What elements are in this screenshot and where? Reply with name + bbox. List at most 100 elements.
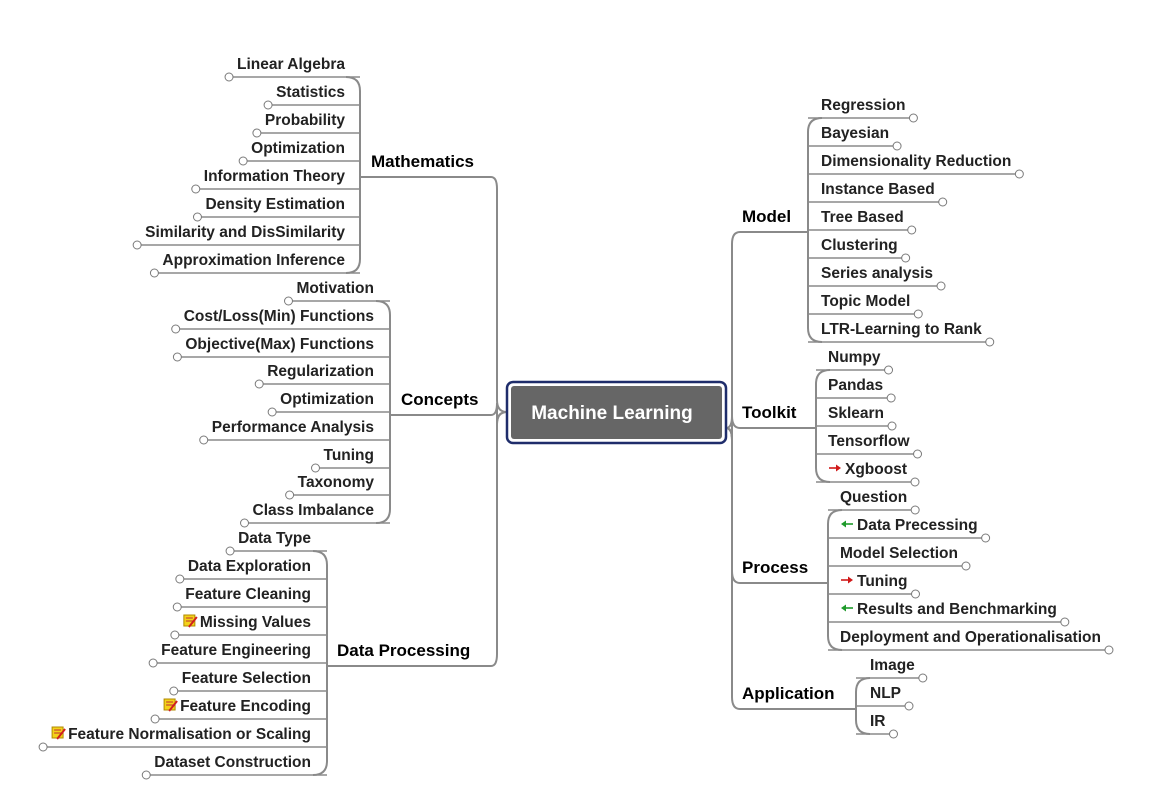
subtopic-toolkit-4[interactable]: Xgboost [845, 461, 920, 487]
subtopic-model-5[interactable]: Clustering [821, 237, 911, 263]
collapse-knob[interactable] [918, 673, 928, 683]
collapse-knob[interactable] [886, 393, 896, 403]
collapse-knob[interactable] [884, 365, 894, 375]
subtopic-model-2[interactable]: Dimensionality Reduction [821, 153, 1024, 179]
subtopic-application-2[interactable]: IR [870, 713, 898, 739]
subtopic-data-processing-3[interactable]: Missing Values [170, 614, 311, 640]
subtopic-model-3[interactable]: Instance Based [821, 181, 948, 207]
subtopic-data-processing-6[interactable]: Feature Encoding [150, 698, 311, 724]
central-topic[interactable]: Machine Learning [505, 380, 728, 445]
subtopic-mathematics-1[interactable]: Statistics [263, 84, 345, 110]
subtopic-model-0[interactable]: Regression [821, 97, 918, 123]
subtopic-concepts-8[interactable]: Class Imbalance [240, 502, 375, 528]
subtopic-concepts-4[interactable]: Optimization [267, 391, 374, 417]
branch-model[interactable]: Model [742, 207, 791, 226]
collapse-knob[interactable] [263, 100, 273, 110]
collapse-knob[interactable] [908, 113, 918, 123]
subtopic-toolkit-3[interactable]: Tensorflow [828, 433, 923, 459]
collapse-knob[interactable] [911, 589, 920, 599]
collapse-knob[interactable] [171, 324, 181, 334]
subtopic-process-0[interactable]: Question [840, 489, 920, 515]
collapse-knob[interactable] [172, 352, 182, 362]
subtopic-model-8[interactable]: LTR-Learning to Rank [821, 321, 995, 347]
subtopic-data-processing-8[interactable]: Dataset Construction [141, 754, 311, 780]
collapse-knob[interactable] [1060, 617, 1070, 627]
collapse-knob[interactable] [913, 449, 923, 459]
collapse-knob[interactable] [904, 701, 914, 711]
subtopic-data-processing-5[interactable]: Feature Selection [169, 670, 311, 696]
subtopic-data-processing-4[interactable]: Feature Engineering [148, 642, 311, 668]
subtopic-concepts-1[interactable]: Cost/Loss(Min) Functions [171, 308, 374, 334]
collapse-knob[interactable] [170, 630, 180, 640]
subtopic-process-3[interactable]: Tuning [857, 573, 920, 599]
subtopic-data-processing-7[interactable]: Feature Normalisation or Scaling [38, 726, 311, 752]
collapse-knob[interactable] [901, 253, 911, 263]
collapse-knob[interactable] [907, 225, 917, 235]
subtopic-data-processing-1[interactable]: Data Exploration [175, 558, 311, 584]
collapse-knob[interactable] [238, 156, 248, 166]
subtopic-model-1[interactable]: Bayesian [821, 125, 902, 151]
subtopic-process-4[interactable]: Results and Benchmarking [857, 601, 1070, 627]
subtopic-process-2[interactable]: Model Selection [840, 545, 971, 571]
collapse-knob[interactable] [141, 770, 151, 780]
subtopic-application-1[interactable]: NLP [870, 685, 914, 711]
collapse-knob[interactable] [889, 729, 898, 739]
subtopic-concepts-0[interactable]: Motivation [284, 280, 375, 306]
branch-concepts[interactable]: Concepts [401, 390, 478, 409]
subtopic-mathematics-6[interactable]: Similarity and DisSimilarity [132, 224, 345, 250]
collapse-knob[interactable] [132, 240, 142, 250]
branch-mathematics[interactable]: Mathematics [371, 152, 474, 171]
subtopic-process-5[interactable]: Deployment and Operationalisation [840, 629, 1114, 655]
collapse-knob[interactable] [311, 463, 320, 473]
collapse-knob[interactable] [169, 686, 179, 696]
subtopic-concepts-5[interactable]: Performance Analysis [199, 419, 374, 445]
subtopic-mathematics-5[interactable]: Density Estimation [192, 196, 345, 222]
collapse-knob[interactable] [150, 714, 160, 724]
collapse-knob[interactable] [938, 197, 948, 207]
collapse-knob[interactable] [267, 407, 277, 417]
subtopic-data-processing-2[interactable]: Feature Cleaning [172, 586, 311, 612]
subtopic-model-7[interactable]: Topic Model [821, 293, 923, 319]
collapse-knob[interactable] [913, 309, 923, 319]
collapse-knob[interactable] [199, 435, 209, 445]
collapse-knob[interactable] [285, 490, 295, 500]
collapse-knob[interactable] [936, 281, 946, 291]
subtopic-concepts-7[interactable]: Taxonomy [285, 474, 375, 500]
collapse-knob[interactable] [149, 268, 159, 278]
collapse-knob[interactable] [887, 421, 897, 431]
collapse-knob[interactable] [252, 128, 262, 138]
subtopic-toolkit-1[interactable]: Pandas [828, 377, 896, 403]
branch-process[interactable]: Process [742, 558, 808, 577]
collapse-knob[interactable] [1014, 169, 1024, 179]
subtopic-model-6[interactable]: Series analysis [821, 265, 946, 291]
collapse-knob[interactable] [172, 602, 182, 612]
collapse-knob[interactable] [240, 518, 250, 528]
subtopic-model-4[interactable]: Tree Based [821, 209, 917, 235]
collapse-knob[interactable] [224, 72, 234, 82]
collapse-knob[interactable] [892, 141, 902, 151]
branch-toolkit[interactable]: Toolkit [742, 403, 797, 422]
collapse-knob[interactable] [910, 505, 920, 515]
collapse-knob[interactable] [175, 574, 185, 584]
subtopic-data-processing-0[interactable]: Data Type [225, 530, 311, 556]
subtopic-mathematics-2[interactable]: Probability [252, 112, 345, 138]
subtopic-application-0[interactable]: Image [870, 657, 928, 683]
branch-application[interactable]: Application [742, 684, 835, 703]
collapse-knob[interactable] [254, 379, 264, 389]
subtopic-toolkit-0[interactable]: Numpy [828, 349, 894, 375]
subtopic-concepts-2[interactable]: Objective(Max) Functions [172, 336, 374, 362]
subtopic-toolkit-2[interactable]: Sklearn [828, 405, 897, 431]
subtopic-mathematics-0[interactable]: Linear Algebra [224, 56, 345, 82]
collapse-knob[interactable] [38, 742, 48, 752]
subtopic-concepts-3[interactable]: Regularization [254, 363, 374, 389]
subtopic-process-1[interactable]: Data Precessing [857, 517, 991, 543]
collapse-knob[interactable] [961, 561, 971, 571]
collapse-knob[interactable] [192, 212, 202, 222]
branch-data-processing[interactable]: Data Processing [337, 641, 470, 660]
subtopic-mathematics-7[interactable]: Approximation Inference [149, 252, 345, 278]
collapse-knob[interactable] [148, 658, 158, 668]
collapse-knob[interactable] [981, 533, 991, 543]
collapse-knob[interactable] [225, 546, 235, 556]
collapse-knob[interactable] [985, 337, 995, 347]
collapse-knob[interactable] [284, 296, 293, 306]
